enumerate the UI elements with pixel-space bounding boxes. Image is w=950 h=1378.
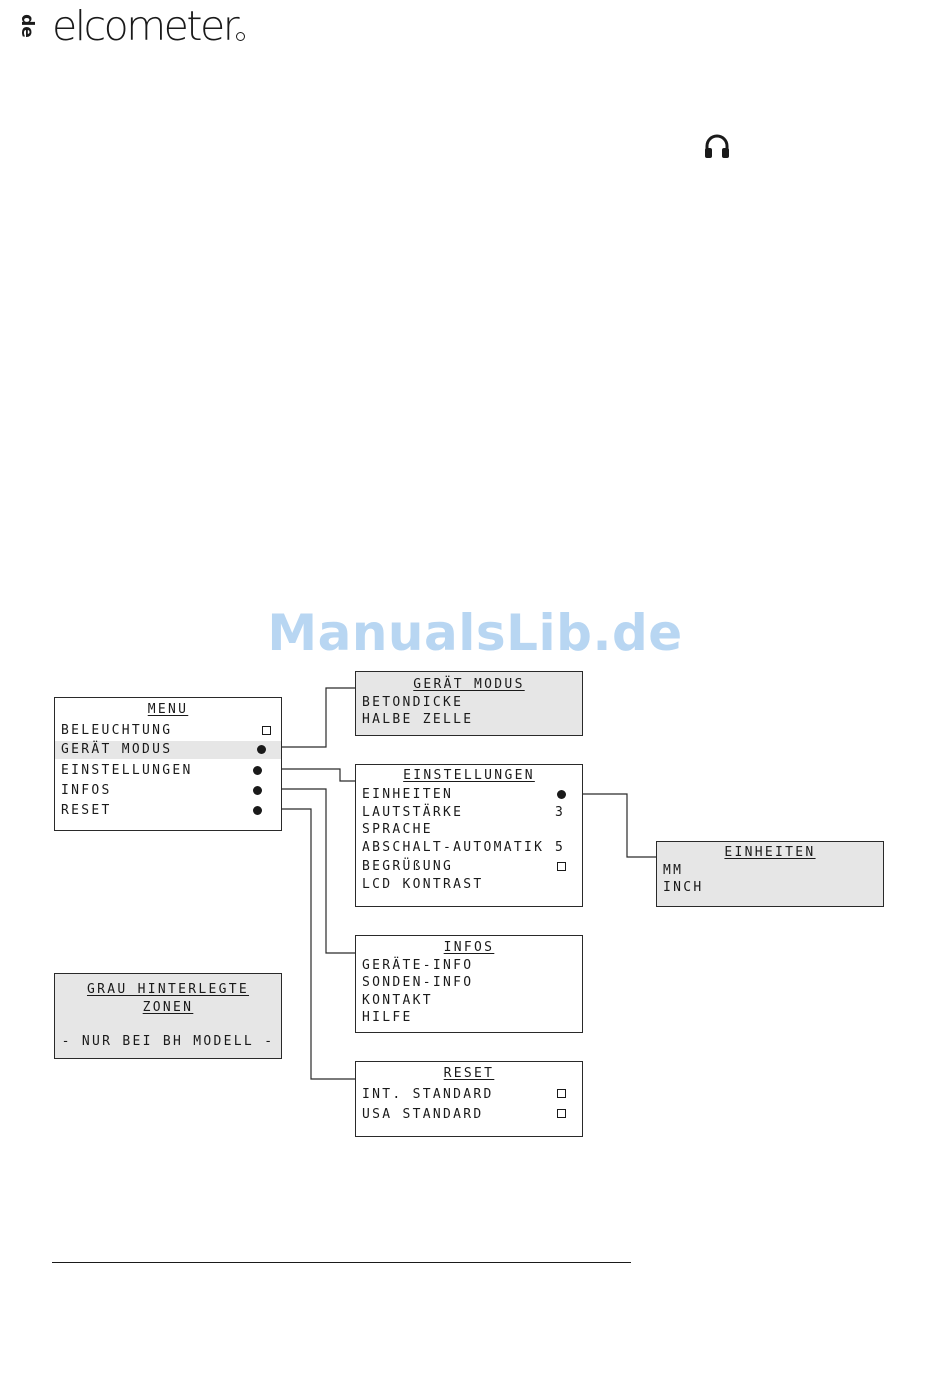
reset-title: RESET <box>443 1066 495 1081</box>
watermark: ManualsLib.de <box>267 604 683 662</box>
menu-item-label: INFOS <box>61 783 112 798</box>
menu-item-infos[interactable]: INFOS <box>61 782 271 800</box>
einstellungen-box: EINSTELLUNGEN EINHEITEN LAUTSTÄRKE 3 SPR… <box>355 764 583 907</box>
einstellungen-item-einheiten[interactable]: EINHEITEN <box>362 786 572 804</box>
registered-mark-icon <box>236 32 245 41</box>
einstellungen-item-label: ABSCHALT-AUTOMATIK <box>362 840 545 855</box>
connector-einheiten <box>560 793 657 858</box>
headphone-icon <box>705 134 729 158</box>
einstellungen-item-label: LAUTSTÄRKE <box>362 805 464 820</box>
menu-box: MENU BELEUCHTUNG GERÄT MODUS EINSTELLUNG… <box>54 697 282 831</box>
menu-item-beleuchtung[interactable]: BELEUCHTUNG <box>61 722 271 740</box>
einheiten-item-mm[interactable]: MM <box>663 863 684 878</box>
geraet-modus-title: GERÄT MODUS <box>413 677 525 692</box>
einstellungen-item-label: EINHEITEN <box>362 787 454 802</box>
submenu-dot-icon <box>253 786 262 795</box>
menu-item-reset[interactable]: RESET <box>61 802 271 820</box>
infos-item-kontakt[interactable]: KONTAKT <box>362 993 433 1008</box>
einstellungen-item-label: LCD KONTRAST <box>362 877 484 892</box>
infos-item-sonden-info[interactable]: SONDEN-INFO <box>362 975 474 990</box>
checkbox-icon <box>557 862 566 871</box>
menu-item-label: GERÄT MODUS <box>61 742 173 757</box>
checkbox-icon <box>557 1109 566 1118</box>
einstellungen-item-begruessung[interactable]: BEGRÜßUNG <box>362 858 572 876</box>
lautstaerke-value: 3 <box>555 805 566 820</box>
menu-title: MENU <box>147 702 189 717</box>
menu-item-label: BELEUCHTUNG <box>61 723 173 738</box>
infos-box: INFOS GERÄTE-INFO SONDEN-INFO KONTAKT HI… <box>355 935 583 1033</box>
connector-infos <box>259 788 356 954</box>
footer-divider <box>52 1262 631 1263</box>
einstellungen-title: EINSTELLUNGEN <box>403 768 535 783</box>
reset-item-label: INT. STANDARD <box>362 1087 494 1102</box>
connector-geraet-modus <box>259 687 356 748</box>
einheiten-item-inch[interactable]: INCH <box>663 880 704 895</box>
infos-title: INFOS <box>443 940 495 955</box>
connector-reset <box>259 808 356 1080</box>
einstellungen-item-lautstaerke[interactable]: LAUTSTÄRKE 3 <box>362 804 572 822</box>
abschalt-automatik-value: 5 <box>555 840 566 855</box>
reset-item-label: USA STANDARD <box>362 1107 484 1122</box>
menu-item-label: RESET <box>61 803 112 818</box>
submenu-dot-icon <box>557 790 566 799</box>
einstellungen-item-label: BEGRÜßUNG <box>362 859 454 874</box>
legend-box: GRAU HINTERLEGTE ZONEN - NUR BEI BH MODE… <box>54 973 282 1059</box>
connector-einstellungen <box>259 768 356 782</box>
einheiten-box: EINHEITEN MM INCH <box>656 841 884 907</box>
legend-line-1: GRAU HINTERLEGTE <box>86 982 250 997</box>
submenu-dot-icon <box>253 806 262 815</box>
menu-item-label: EINSTELLUNGEN <box>61 763 193 778</box>
reset-item-int-standard[interactable]: INT. STANDARD <box>362 1086 572 1104</box>
submenu-dot-icon <box>257 745 266 754</box>
reset-box: RESET INT. STANDARD USA STANDARD <box>355 1061 583 1137</box>
checkbox-icon <box>557 1089 566 1098</box>
einstellungen-item-label: SPRACHE <box>362 822 433 837</box>
reset-item-usa-standard[interactable]: USA STANDARD <box>362 1106 572 1124</box>
checkbox-icon <box>262 726 271 735</box>
einheiten-title: EINHEITEN <box>724 845 816 860</box>
einstellungen-item-sprache[interactable]: SPRACHE <box>362 821 572 839</box>
legend-line-3: - NUR BEI BH MODELL - <box>61 1034 275 1049</box>
einstellungen-item-lcd-kontrast[interactable]: LCD KONTRAST <box>362 876 572 894</box>
legend-line-2: ZONEN <box>142 1000 194 1015</box>
einstellungen-item-abschalt-automatik[interactable]: ABSCHALT-AUTOMATIK 5 <box>362 839 572 857</box>
infos-item-geraete-info[interactable]: GERÄTE-INFO <box>362 958 474 973</box>
brand-logo: elcometer <box>52 2 240 50</box>
infos-item-hilfe[interactable]: HILFE <box>362 1010 413 1025</box>
geraet-modus-item-halbe-zelle[interactable]: HALBE ZELLE <box>362 712 474 727</box>
geraet-modus-item-betondicke[interactable]: BETONDICKE <box>362 695 464 710</box>
menu-item-einstellungen[interactable]: EINSTELLUNGEN <box>61 762 271 780</box>
geraet-modus-box: GERÄT MODUS BETONDICKE HALBE ZELLE <box>355 671 583 736</box>
menu-item-geraet-modus[interactable]: GERÄT MODUS <box>55 741 281 759</box>
submenu-dot-icon <box>253 766 262 775</box>
